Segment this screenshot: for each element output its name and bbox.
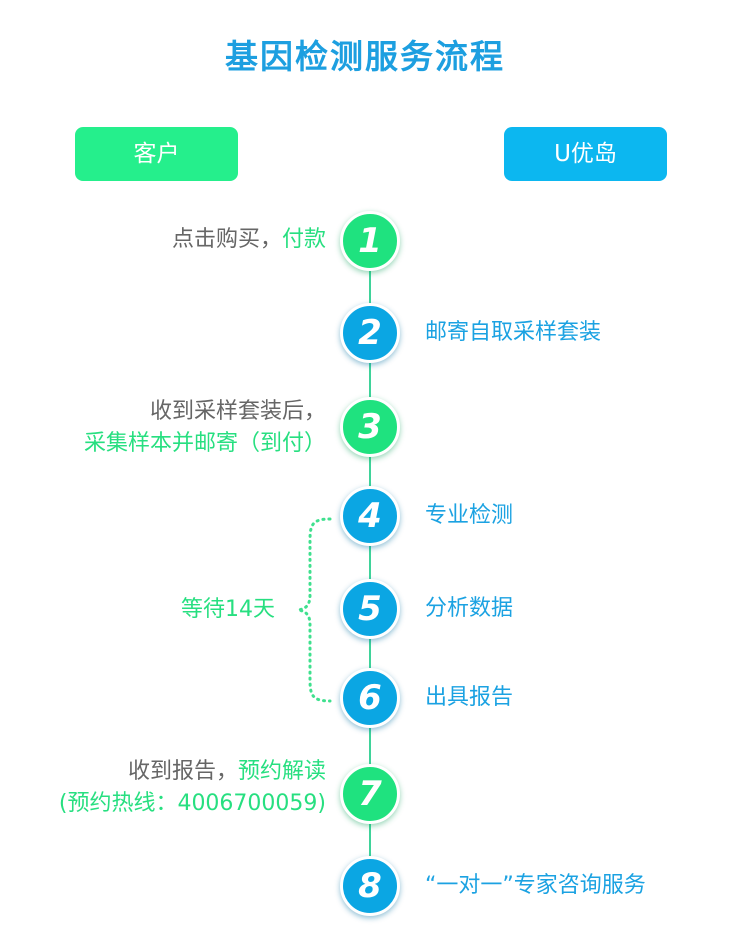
step-circle-6: 6 [340, 668, 400, 728]
step-circle-1: 1 [340, 211, 400, 271]
step-5-text: 分析数据 [425, 596, 514, 621]
step-3-text: 收到采样套装后， 采集样本并邮寄（到付） [84, 396, 326, 460]
timeline-connector [369, 240, 371, 886]
step-7-hotline: (预约热线：4006700059) [58, 791, 326, 816]
step-2-text: 邮寄自取采样套装 [425, 320, 602, 345]
step-8-text: “一对一”专家咨询服务 [425, 873, 646, 898]
step-3-line-1: 收到采样套装后， [149, 399, 326, 424]
step-circle-8: 8 [340, 856, 400, 916]
step-circle-3: 3 [340, 397, 400, 457]
step-7-part-2: 预约解读 [237, 759, 326, 784]
step-1-text: 点击购买，付款 [172, 224, 326, 256]
step-7-text: 收到报告，预约解读 (预约热线：4006700059) [59, 756, 326, 820]
step-1-part-1: 点击购买， [171, 227, 282, 252]
provider-column-header: U优岛 [504, 127, 667, 181]
page-title: 基因检测服务流程 [225, 37, 505, 76]
step-4-text: 专业检测 [425, 503, 514, 528]
step-7-part-1: 收到报告， [127, 759, 238, 784]
step-6-text: 出具报告 [425, 685, 514, 710]
wait-bracket [297, 517, 332, 703]
step-circle-2: 2 [340, 303, 400, 363]
step-circle-5: 5 [340, 579, 400, 639]
step-circle-4: 4 [340, 486, 400, 546]
step-3-line-2: 采集样本并邮寄（到付） [83, 431, 326, 456]
client-column-header: 客户 [75, 127, 238, 181]
step-circle-7: 7 [340, 764, 400, 824]
step-1-part-2: 付款 [281, 227, 326, 252]
wait-label: 等待14天 [181, 597, 275, 622]
